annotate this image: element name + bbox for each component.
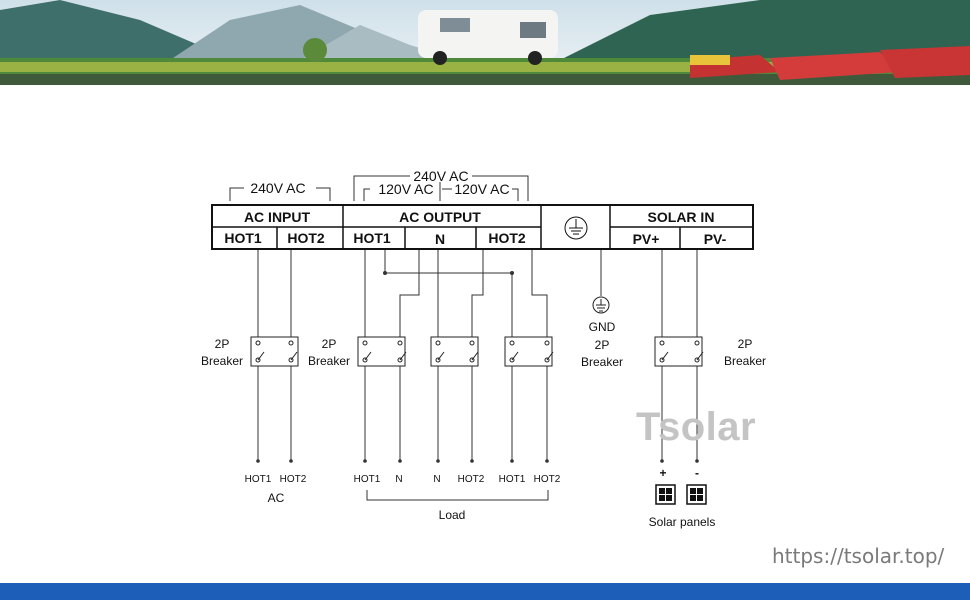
terminal-pv-plus: PV+	[633, 231, 660, 247]
header-banner-image	[0, 0, 970, 85]
solar-minus-sign: -	[695, 466, 699, 480]
ac-output-split2-label: 120V AC	[454, 181, 509, 197]
breaker-ac-input	[250, 336, 299, 367]
breaker-middle-label-1: 2P	[322, 337, 337, 351]
breaker-gnd-label-1: 2P	[595, 338, 610, 352]
breaker-solar	[654, 336, 704, 367]
solar-in-header: SOLAR IN	[648, 209, 715, 225]
website-url: https://tsolar.top/	[772, 544, 945, 568]
terminal-pv-minus: PV-	[704, 231, 727, 247]
load-terminal: HOT1	[499, 474, 526, 485]
solar-panel-icon	[686, 484, 707, 505]
ac-terminal-hot2: HOT2	[280, 474, 307, 485]
ac-label: AC	[268, 491, 285, 505]
gnd-icon	[592, 296, 610, 314]
ac-input-header: AC INPUT	[244, 209, 311, 225]
terminal-out-hot1: HOT1	[353, 230, 391, 246]
solar-panel-icon	[655, 484, 676, 505]
breaker-gnd-label-2: Breaker	[581, 355, 623, 369]
breaker-left-label-2: Breaker	[201, 354, 243, 368]
breaker-right-label-1: 2P	[738, 337, 753, 351]
load-terminal: HOT1	[354, 474, 381, 485]
breaker-left-label-1: 2P	[215, 337, 230, 351]
load-terminal: N	[395, 474, 402, 485]
gnd-label: GND	[589, 320, 616, 334]
footer-bar	[0, 583, 970, 600]
terminal-hot2: HOT2	[287, 230, 325, 246]
load-terminal: HOT2	[534, 474, 561, 485]
solar-panels-label: Solar panels	[649, 515, 716, 529]
load-terminal: N	[433, 474, 440, 485]
breaker-right-label-2: Breaker	[724, 354, 766, 368]
ac-terminal-hot1: HOT1	[245, 474, 272, 485]
load-label: Load	[439, 508, 466, 522]
breaker-middle-label-2: Breaker	[308, 354, 350, 368]
breaker-load-2	[430, 336, 479, 367]
ac-output-total-voltage-label: 240V AC	[413, 168, 468, 184]
tsolar-watermark: Tsolar	[636, 405, 757, 449]
ground-icon	[564, 216, 588, 240]
ac-output-header: AC OUTPUT	[399, 209, 481, 225]
ac-input-voltage-label: 240V AC	[250, 180, 305, 196]
terminal-out-n: N	[435, 231, 445, 247]
load-terminal: HOT2	[458, 474, 485, 485]
terminal-out-hot2: HOT2	[488, 230, 526, 246]
ac-output-split1-label: 120V AC	[378, 181, 433, 197]
breaker-load-1	[357, 336, 407, 367]
solar-plus-sign: +	[659, 466, 666, 480]
terminal-hot1: HOT1	[224, 230, 262, 246]
breaker-load-3	[504, 336, 554, 367]
